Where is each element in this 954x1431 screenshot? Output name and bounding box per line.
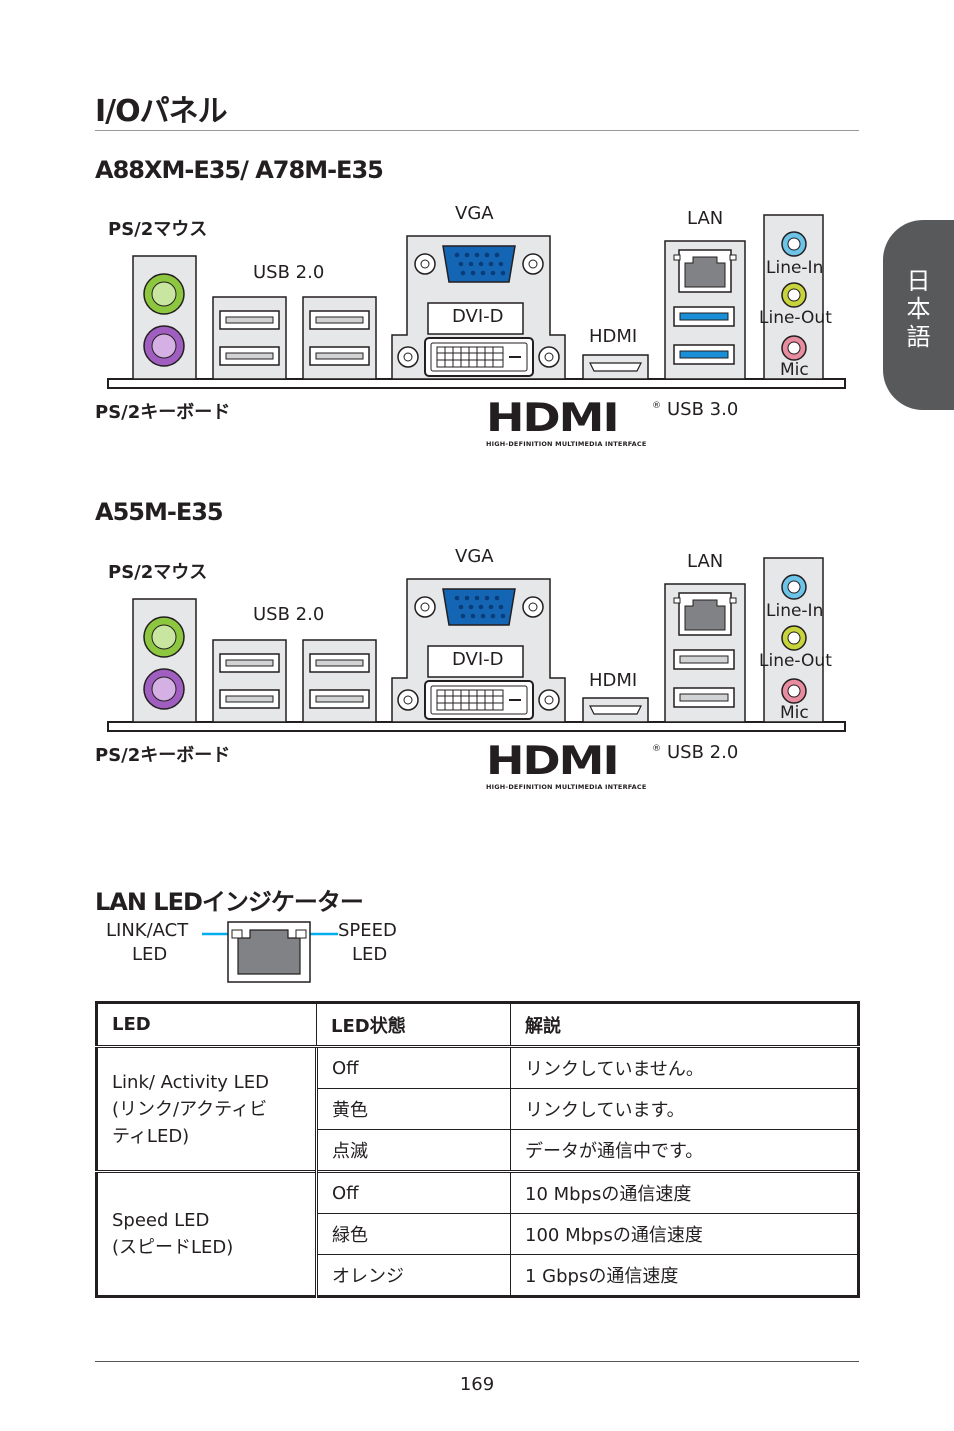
ps2-mouse-label-2: PS/2マウス bbox=[108, 562, 208, 583]
usb20-label-2: USB 2.0 bbox=[253, 604, 325, 625]
lan-label: LAN bbox=[687, 208, 724, 229]
lan-label-2: LAN bbox=[687, 551, 724, 572]
table-row: 黄色 リンクしています。 bbox=[97, 1088, 859, 1130]
ps2-mouse-label: PS/2マウス bbox=[108, 219, 208, 240]
table-header-cell: LED bbox=[96, 1002, 317, 1048]
line-out-label: Line-Out bbox=[759, 308, 832, 328]
lan-led-title: LAN LEDインジケーター bbox=[95, 888, 364, 916]
io-panel-diagram-2 bbox=[107, 557, 846, 732]
hdmi-reg-mark: ® bbox=[652, 401, 661, 411]
dvid-label: DVI-D bbox=[452, 306, 504, 327]
usb-stack-2 bbox=[302, 296, 377, 380]
link-act-led-label: LED bbox=[132, 944, 168, 965]
table-cell: 点滅 bbox=[316, 1129, 511, 1172]
section1-title: A88XM-E35/ A78M-E35 bbox=[95, 156, 384, 184]
vga-label-2: VGA bbox=[455, 546, 494, 567]
dvid-label-2: DVI-D bbox=[452, 649, 504, 670]
table-cell: 1 Gbpsの通信速度 bbox=[510, 1254, 859, 1297]
ps2-keyboard-label-2: PS/2キーボード bbox=[95, 745, 231, 766]
usb-bottom-label: USB 3.0 bbox=[667, 399, 739, 420]
hdmi-reg-mark-2: ® bbox=[652, 744, 661, 754]
table-cell: データが通信中です。 bbox=[510, 1129, 859, 1172]
footer-rule bbox=[95, 1361, 859, 1362]
lan-port-led-diagram bbox=[202, 921, 338, 983]
hdmi-label-2: HDMI bbox=[589, 670, 638, 691]
table-cell: 緑色 bbox=[316, 1213, 511, 1255]
language-tab: 日本語 bbox=[883, 220, 954, 410]
table-row: オレンジ 1 Gbpsの通信速度 bbox=[97, 1254, 859, 1297]
line-in-label-2: Line-In bbox=[766, 601, 824, 621]
line-out-label-2: Line-Out bbox=[759, 651, 832, 671]
title-rule bbox=[95, 130, 859, 131]
usb-stack-1 bbox=[212, 296, 287, 380]
speed-led-label: LED bbox=[352, 944, 388, 965]
table-cell: Off bbox=[316, 1170, 511, 1214]
table-header-cell: LED状態 bbox=[316, 1002, 511, 1048]
page-title: I/Oパネル bbox=[95, 94, 228, 129]
table-cell: リンクしています。 bbox=[510, 1088, 859, 1130]
table-cell: Off bbox=[316, 1046, 511, 1089]
table-cell: 10 Mbpsの通信速度 bbox=[510, 1170, 859, 1214]
hdmi-label: HDMI bbox=[589, 326, 638, 347]
mic-label-2: Mic bbox=[780, 703, 809, 723]
table-row: Speed LED (スピードLED) Off 10 Mbpsの通信速度 bbox=[96, 1170, 859, 1297]
table-row: 緑色 100 Mbpsの通信速度 bbox=[97, 1213, 859, 1255]
table-cell: リンクしていません。 bbox=[510, 1046, 859, 1089]
hdmi-logo: HDMI HIGH-DEFINITION MULTIMEDIA INTERFAC… bbox=[486, 394, 647, 448]
link-activity-led-cell: Link/ Activity LED (リンク/アクティビ ティLED) bbox=[96, 1046, 318, 1172]
table-header-row: LED LED状態 解説 bbox=[96, 1002, 859, 1048]
io-panel-diagram-1 bbox=[107, 214, 846, 389]
link-act-label: LINK/ACT bbox=[106, 920, 189, 941]
section2-title: A55M-E35 bbox=[95, 498, 224, 526]
vga-label: VGA bbox=[455, 203, 494, 224]
table-header-cell: 解説 bbox=[510, 1002, 859, 1048]
hdmi-logo-2: HDMI HIGH-DEFINITION MULTIMEDIA INTERFAC… bbox=[486, 737, 647, 791]
line-in-label: Line-In bbox=[766, 258, 824, 278]
speed-led-icon bbox=[295, 929, 307, 939]
speed-label: SPEED bbox=[338, 920, 397, 941]
ps2-keyboard-label: PS/2キーボード bbox=[95, 402, 231, 423]
speed-led-cell: Speed LED (スピードLED) bbox=[96, 1170, 318, 1297]
table-cell: 黄色 bbox=[316, 1088, 511, 1130]
usb-bottom-label-2: USB 2.0 bbox=[667, 742, 739, 763]
page-number: 169 bbox=[459, 1374, 495, 1395]
table-cell: オレンジ bbox=[316, 1254, 511, 1297]
mic-label: Mic bbox=[780, 360, 809, 380]
usb20-label: USB 2.0 bbox=[253, 262, 325, 283]
link-act-led-icon bbox=[231, 929, 243, 939]
lan-led-table: LED LED状態 解説 Link/ Activity LED (リンク/アクテ… bbox=[95, 1001, 860, 1298]
table-row: 点滅 データが通信中です。 bbox=[97, 1129, 859, 1172]
table-row: Link/ Activity LED (リンク/アクティビ ティLED) Off… bbox=[96, 1046, 859, 1172]
language-tab-label: 日本語 bbox=[902, 268, 930, 352]
table-cell: 100 Mbpsの通信速度 bbox=[510, 1213, 859, 1255]
